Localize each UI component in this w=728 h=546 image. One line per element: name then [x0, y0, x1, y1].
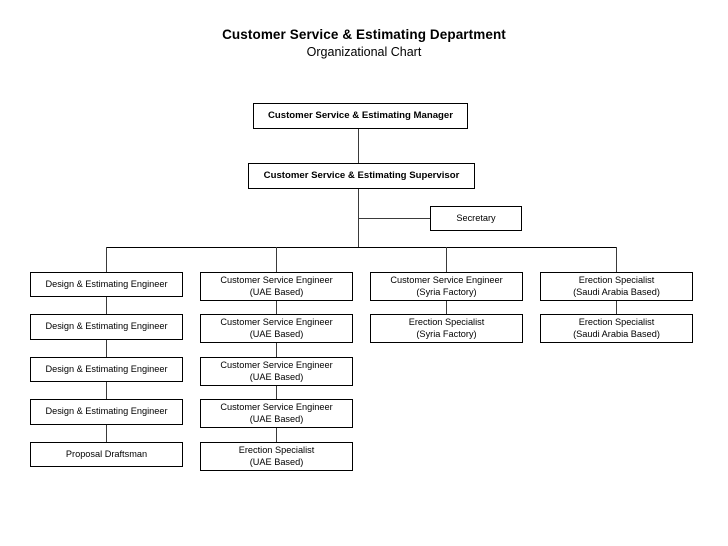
node-sublabel: (UAE Based): [249, 413, 304, 424]
connector-col2-3-4: [276, 386, 277, 399]
node-label: Customer Service Engineer: [220, 317, 333, 327]
node-secretary-label: Secretary: [456, 212, 496, 223]
node-col2-row2[interactable]: Customer Service Engineer (UAE Based): [200, 314, 353, 343]
node-col1-row4[interactable]: Design & Estimating Engineer: [30, 399, 183, 425]
node-label: Design & Estimating Engineer: [45, 321, 168, 332]
node-label: Design & Estimating Engineer: [45, 278, 168, 289]
node-label: Customer Service Engineer: [220, 360, 333, 370]
connector-col3-1-2: [446, 301, 447, 314]
node-label: Erection Specialist: [238, 445, 315, 455]
node-label: Erection Specialist: [578, 317, 655, 327]
connector-distribution-bus: [106, 247, 617, 248]
connector-col1-1-2: [106, 297, 107, 314]
connector-col1-2-3: [106, 340, 107, 357]
node-manager[interactable]: Customer Service & Estimating Manager: [253, 103, 468, 129]
node-label: Customer Service Engineer: [220, 402, 333, 412]
connector-col2-2-3: [276, 343, 277, 357]
node-label: Design & Estimating Engineer: [45, 363, 168, 374]
node-sublabel: (Syria Factory): [416, 328, 477, 339]
node-secretary[interactable]: Secretary: [430, 206, 522, 231]
connector-secretary-branch: [358, 218, 431, 219]
node-sublabel: (UAE Based): [249, 456, 304, 467]
node-label: Erection Specialist: [578, 275, 655, 285]
node-label: Customer Service Engineer: [220, 275, 333, 285]
node-label: Customer Service Engineer: [390, 275, 503, 285]
node-col2-row4[interactable]: Customer Service Engineer (UAE Based): [200, 399, 353, 428]
node-col4-row1[interactable]: Erection Specialist (Saudi Arabia Based): [540, 272, 693, 301]
connector-col4-1-2: [616, 301, 617, 314]
node-col3-row2[interactable]: Erection Specialist (Syria Factory): [370, 314, 523, 343]
node-label: Design & Estimating Engineer: [45, 406, 168, 417]
node-col1-row3[interactable]: Design & Estimating Engineer: [30, 357, 183, 382]
node-sublabel: (UAE Based): [249, 286, 304, 297]
connector-col1-4-5: [106, 425, 107, 442]
node-sublabel: (Saudi Arabia Based): [573, 328, 660, 339]
node-col1-row2[interactable]: Design & Estimating Engineer: [30, 314, 183, 340]
node-col1-row5[interactable]: Proposal Draftsman: [30, 442, 183, 467]
node-col3-row1[interactable]: Customer Service Engineer (Syria Factory…: [370, 272, 523, 301]
node-label: Proposal Draftsman: [65, 448, 148, 459]
node-supervisor[interactable]: Customer Service & Estimating Supervisor: [248, 163, 475, 189]
node-sublabel: (Syria Factory): [416, 286, 477, 297]
node-col2-row5[interactable]: Erection Specialist (UAE Based): [200, 442, 353, 471]
node-sublabel: (UAE Based): [249, 328, 304, 339]
connector-drop-column-4: [616, 247, 617, 272]
node-label: Erection Specialist: [408, 317, 485, 327]
connector-drop-column-3: [446, 247, 447, 272]
page-subtitle: Organizational Chart: [306, 45, 422, 59]
connector-drop-column-1: [106, 247, 107, 272]
node-sublabel: (Saudi Arabia Based): [573, 286, 660, 297]
connector-manager-to-supervisor: [358, 129, 359, 164]
page-title: Customer Service & Estimating Department: [222, 27, 506, 42]
node-col2-row1[interactable]: Customer Service Engineer (UAE Based): [200, 272, 353, 301]
node-sublabel: (UAE Based): [249, 371, 304, 382]
connector-col2-4-5: [276, 428, 277, 442]
connector-drop-column-2: [276, 247, 277, 272]
node-col1-row1[interactable]: Design & Estimating Engineer: [30, 272, 183, 297]
connector-col1-3-4: [106, 382, 107, 399]
node-supervisor-label: Customer Service & Estimating Supervisor: [263, 170, 460, 182]
connector-col2-1-2: [276, 301, 277, 314]
node-col2-row3[interactable]: Customer Service Engineer (UAE Based): [200, 357, 353, 386]
node-manager-label: Customer Service & Estimating Manager: [267, 110, 453, 122]
node-col4-row2[interactable]: Erection Specialist (Saudi Arabia Based): [540, 314, 693, 343]
